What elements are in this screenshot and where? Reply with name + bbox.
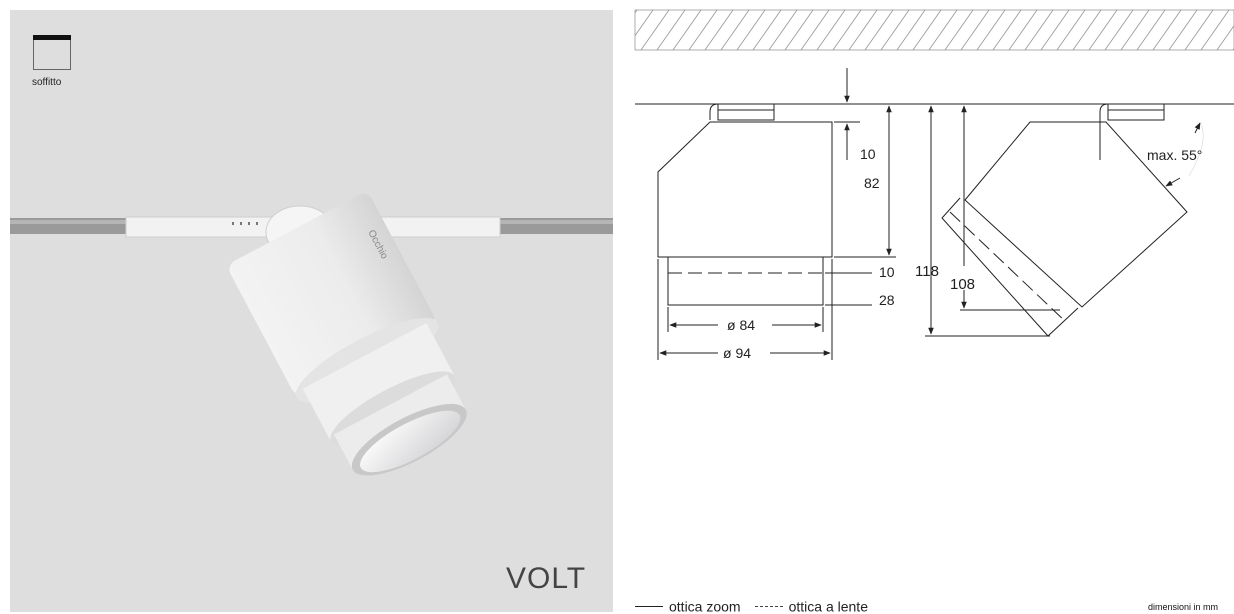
dashed-line-swatch — [754, 605, 783, 607]
dim-body-height: 82 — [864, 175, 880, 191]
mount-label: soffitto — [32, 77, 62, 88]
front-dimensions — [657, 103, 896, 360]
tilted-view — [941, 103, 1188, 337]
dim-inner-diameter: ø 84 — [727, 317, 755, 333]
brand-name: VOLT — [506, 562, 587, 595]
ceiling-mount-icon — [33, 35, 71, 70]
product-photo: Occhio soffitto VOLT — [10, 10, 613, 612]
dim-total-height: 118 — [915, 263, 939, 280]
dim-body-top: 10 — [860, 146, 876, 162]
spotlight-body — [229, 193, 467, 476]
tilted-dimensions — [910, 103, 1204, 337]
dim-optic-bottom: 28 — [879, 292, 895, 308]
ceiling-hatch — [634, 9, 1234, 51]
legend-zoom: ottica zoom — [669, 598, 741, 614]
dim-tilted-height: 108 — [950, 276, 975, 293]
solid-line-swatch — [635, 605, 663, 607]
legend-lens: ottica a lente — [788, 598, 868, 614]
technical-drawing: 10 82 10 28 ø 84 ø 94 118 108 max. 55° — [634, 9, 1234, 361]
units-note: dimensioni in mm — [1148, 602, 1219, 612]
dim-optic-dash: 10 — [879, 264, 895, 280]
dim-outer-diameter: ø 94 — [723, 345, 751, 361]
track-spotlight-illustration: Occhio — [10, 193, 613, 476]
front-view — [657, 103, 833, 306]
legend: ottica zoom ottica a lente — [635, 597, 868, 614]
dim-tilt-angle: max. 55° — [1147, 147, 1202, 163]
